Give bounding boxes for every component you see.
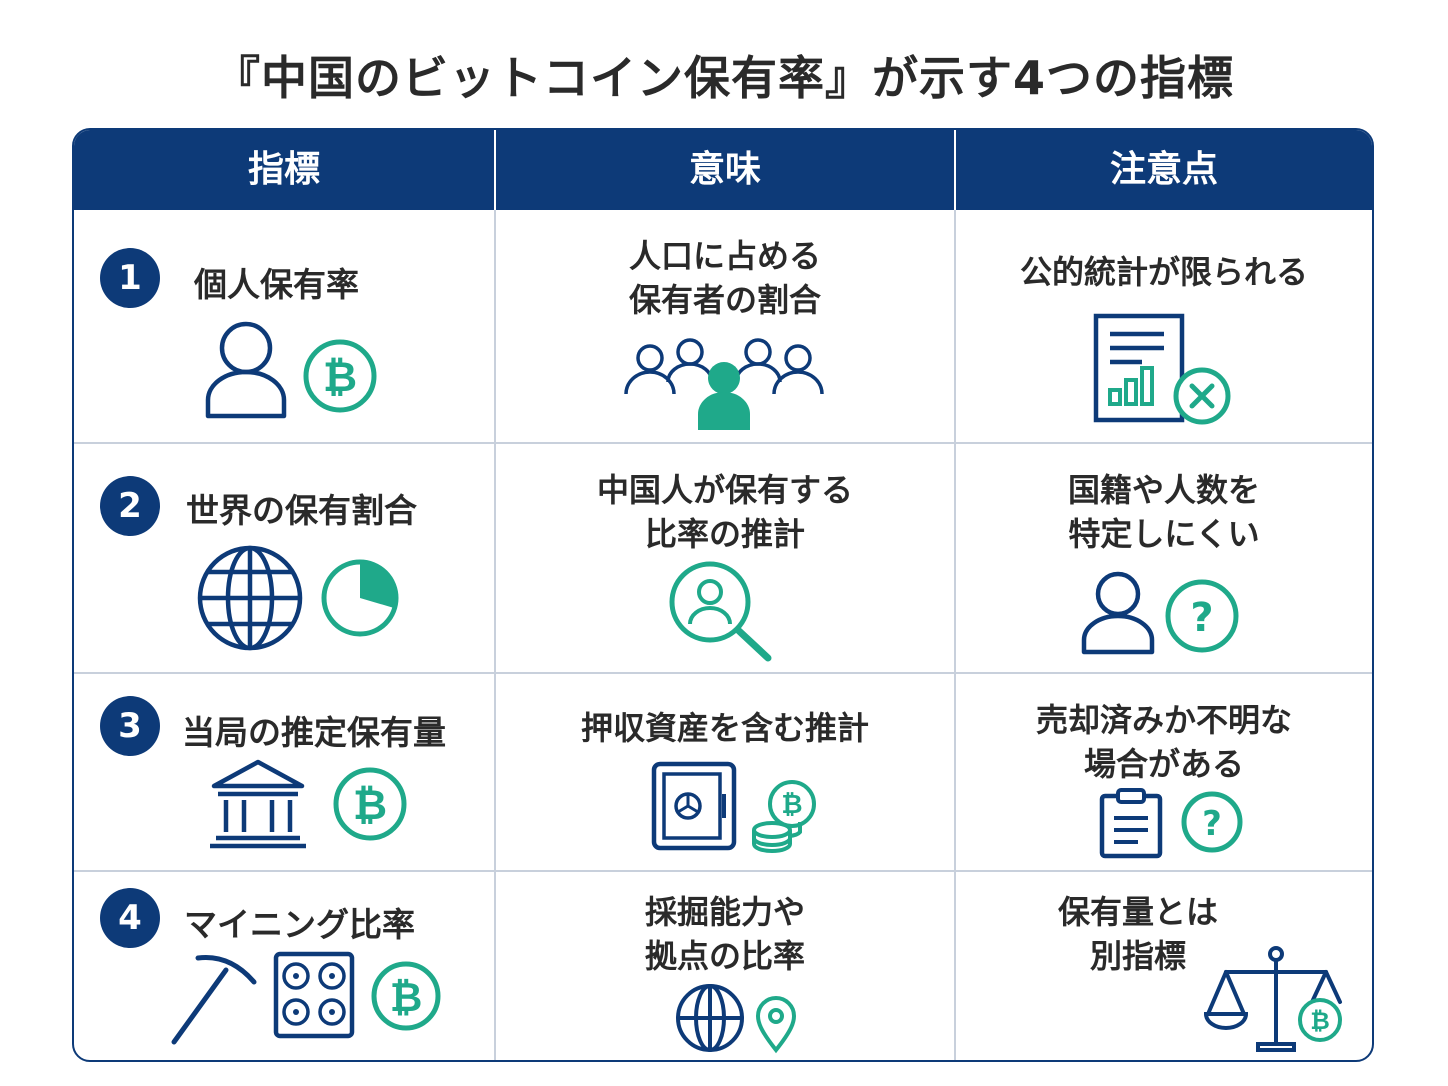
row-number-badge: 3 bbox=[100, 696, 160, 756]
bitcoin-icon: ₿ bbox=[303, 339, 377, 413]
clipboard-icon bbox=[1099, 788, 1163, 859]
row-divider bbox=[74, 870, 1372, 872]
column-divider bbox=[954, 130, 956, 1060]
indicator-label: マイニング比率 bbox=[184, 905, 415, 944]
svg-text:?: ? bbox=[1190, 595, 1213, 641]
magnifier-person-icon bbox=[669, 561, 772, 662]
meaning-text: 押収資産を含む推計 bbox=[580, 709, 869, 747]
table-header: 指標 意味 注意点 bbox=[74, 130, 1372, 210]
safe-icon bbox=[651, 761, 737, 851]
indicator-label: 当局の推定保有量 bbox=[182, 713, 446, 752]
meaning-text: 採掘能力や拠点の比率 bbox=[644, 893, 805, 975]
row-number-badge: 4 bbox=[100, 888, 160, 948]
bank-building-icon bbox=[210, 759, 306, 849]
pie-chart-icon bbox=[321, 559, 399, 637]
row-number-badge: 2 bbox=[100, 476, 160, 536]
meaning-text: 人口に占める保有者の割合 bbox=[628, 237, 821, 319]
indicator-label: 世界の保有割合 bbox=[186, 491, 417, 530]
caution-text: 売却済みか不明な場合がある bbox=[1035, 701, 1292, 783]
header-divider bbox=[954, 130, 956, 210]
header-indicator: 指標 bbox=[247, 149, 320, 190]
pickaxe-icon bbox=[171, 955, 257, 1045]
mining-rig-icon bbox=[273, 951, 355, 1039]
question-icon: ? bbox=[1165, 579, 1239, 653]
globe-icon bbox=[197, 545, 303, 651]
row-number-badge: 1 bbox=[100, 248, 160, 308]
svg-text:₿: ₿ bbox=[1310, 1007, 1330, 1035]
header-divider bbox=[494, 130, 496, 210]
location-pin-icon bbox=[755, 996, 797, 1054]
coin-stack-icon: ₿ bbox=[752, 780, 816, 853]
svg-text:?: ? bbox=[1202, 804, 1222, 844]
column-divider bbox=[494, 130, 496, 1060]
report-chart-x-icon bbox=[1093, 313, 1231, 425]
svg-text:₿: ₿ bbox=[353, 780, 387, 829]
person-icon bbox=[1081, 571, 1155, 655]
caution-text: 保有量とは別指標 bbox=[1057, 893, 1218, 975]
bitcoin-icon: ₿ bbox=[333, 767, 407, 841]
indicator-label: 個人保有率 bbox=[194, 265, 359, 304]
person-icon bbox=[205, 321, 287, 419]
svg-text:₿: ₿ bbox=[781, 790, 802, 820]
page-title: 『中国のビットコイン保有率』が示す4つの指標 bbox=[213, 51, 1234, 105]
question-icon: ? bbox=[1181, 791, 1243, 853]
header-caution: 注意点 bbox=[1109, 149, 1218, 190]
row-divider bbox=[74, 442, 1372, 444]
globe-icon bbox=[676, 984, 744, 1052]
bitcoin-icon: ₿ bbox=[371, 961, 441, 1031]
indicator-table: 指標 意味 注意点 1 個人保有率 ₿ 人口に占める保有者の割合 bbox=[72, 128, 1374, 1062]
people-group-icon bbox=[624, 338, 824, 430]
caution-text: 国籍や人数を特定しにくい bbox=[1067, 471, 1260, 553]
svg-text:₿: ₿ bbox=[323, 352, 357, 401]
row-divider bbox=[74, 672, 1372, 674]
svg-text:₿: ₿ bbox=[390, 975, 423, 1021]
meaning-text: 中国人が保有する比率の推計 bbox=[596, 471, 853, 553]
balance-scale-icon: ₿ bbox=[1203, 946, 1342, 1052]
header-meaning: 意味 bbox=[688, 149, 761, 190]
caution-text: 公的統計が限られる bbox=[1019, 253, 1308, 291]
